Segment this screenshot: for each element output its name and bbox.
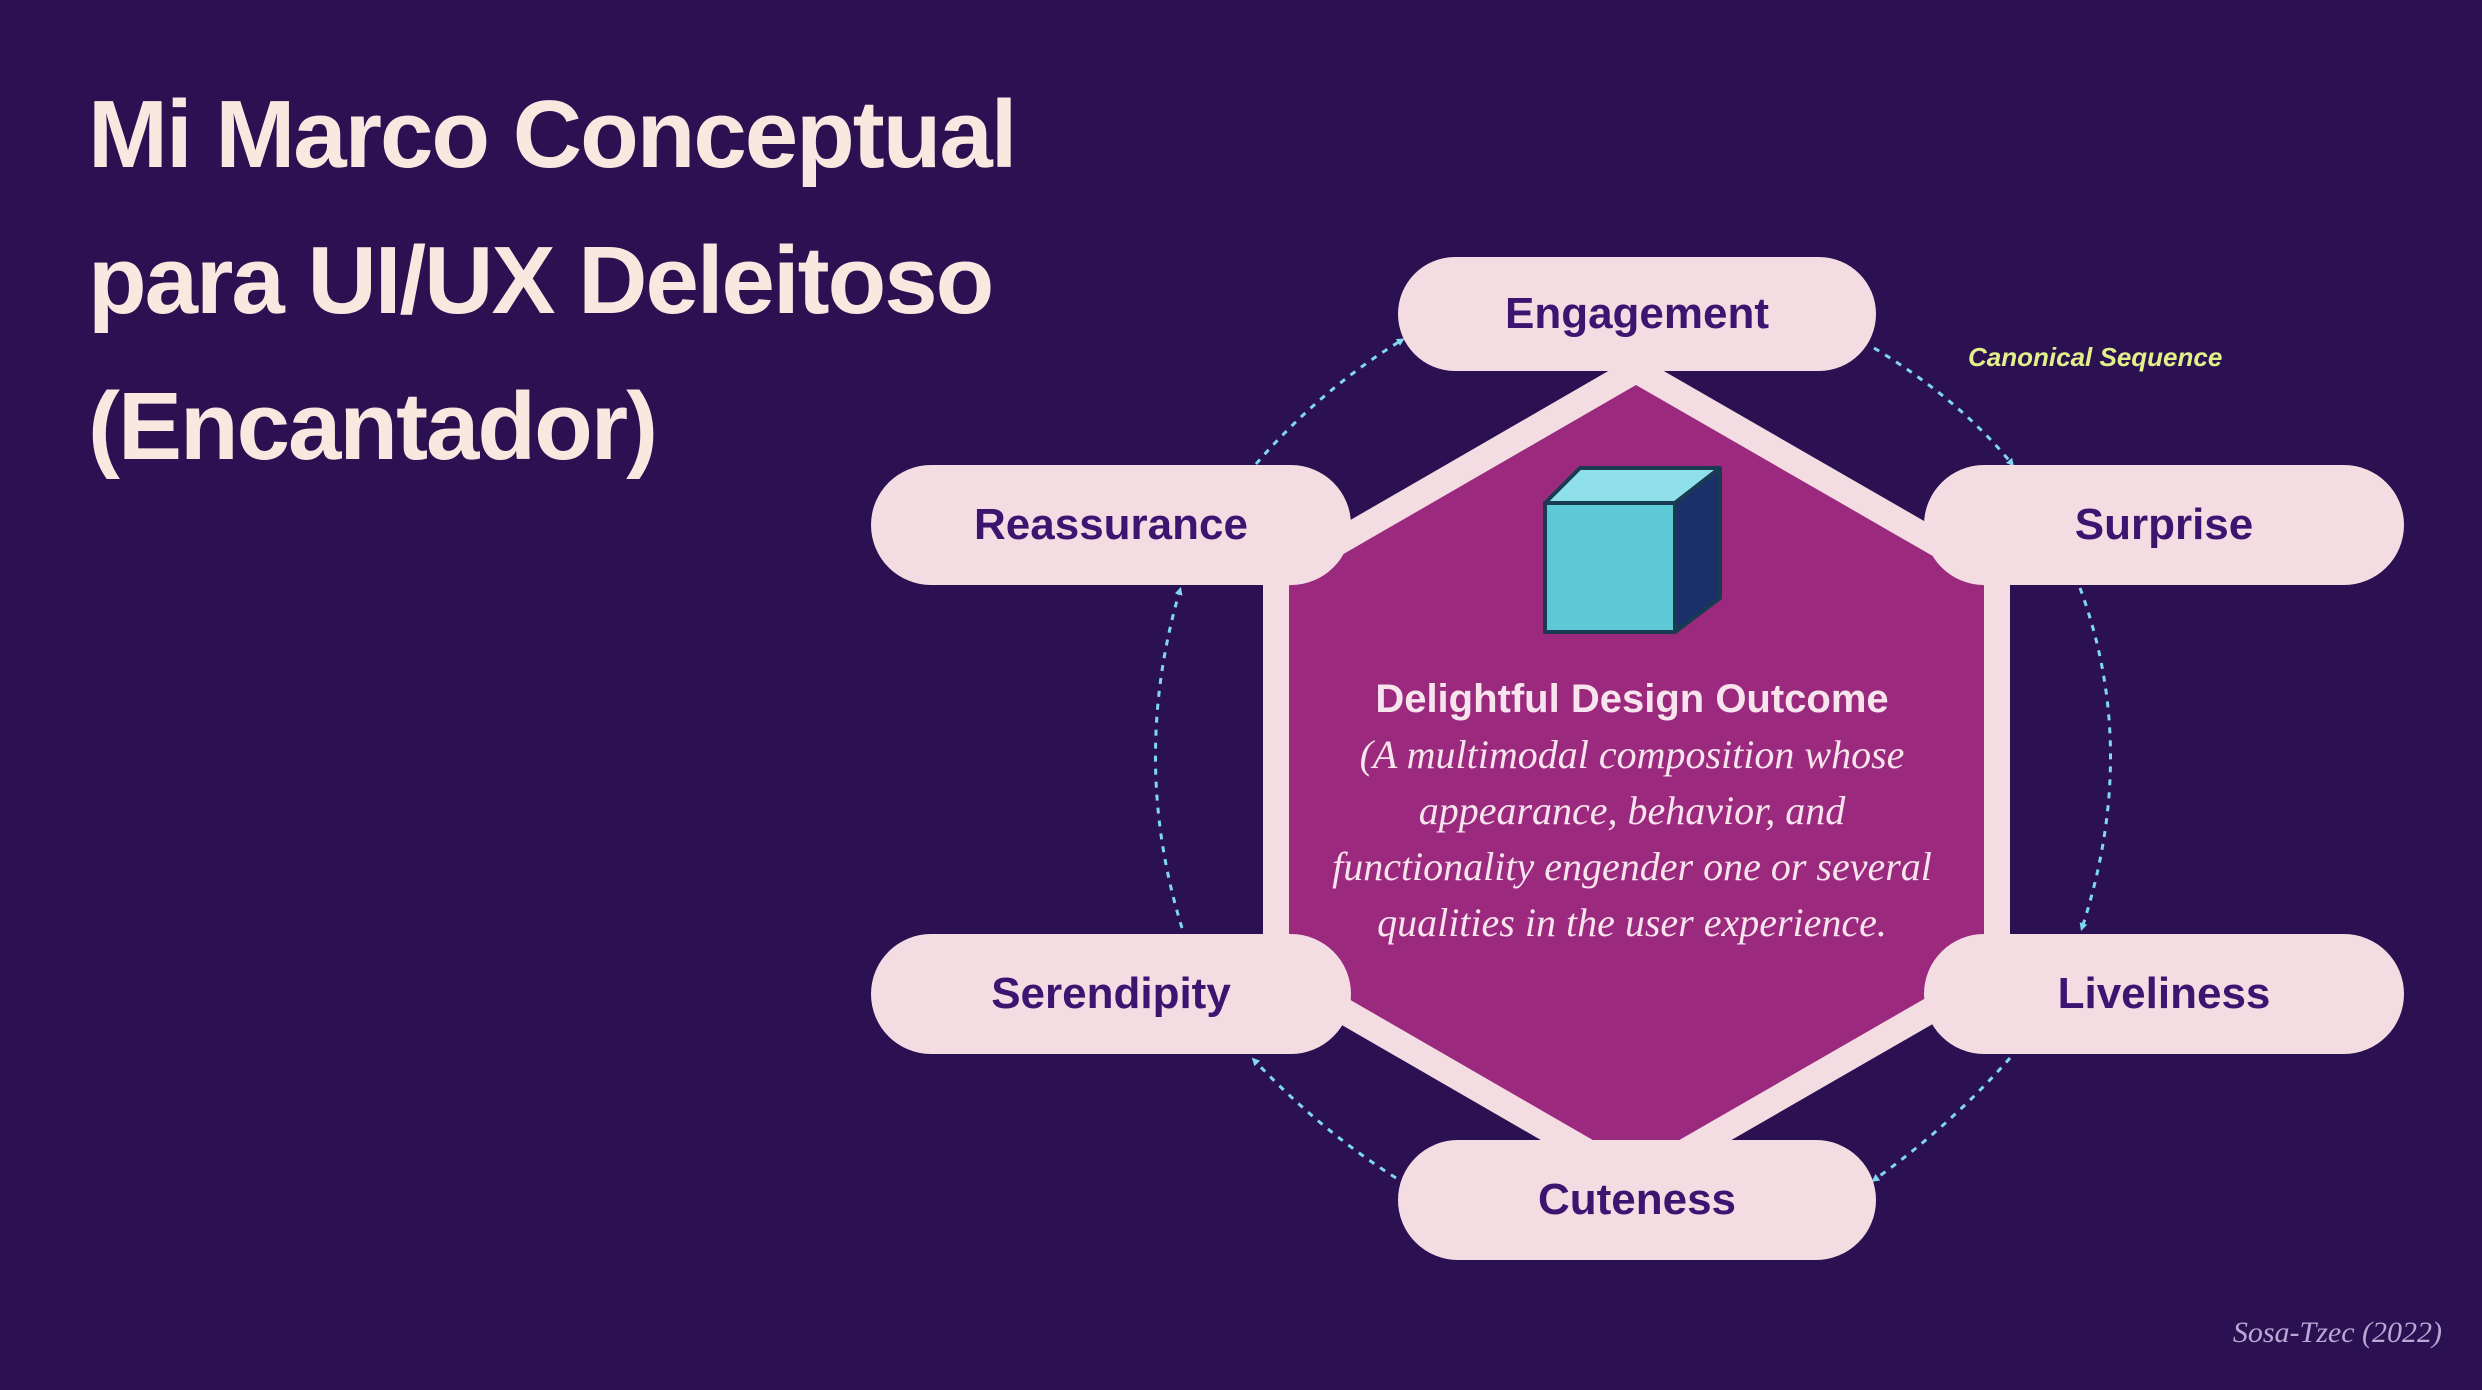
- title-line-1: Mi Marco Conceptual: [88, 81, 1017, 188]
- center-description-line-2: appearance, behavior, and: [1419, 788, 1847, 833]
- center-description-line-1: (A multimodal composition whose: [1360, 732, 1905, 777]
- arrow-surprise-to-liveliness: [2078, 587, 2112, 932]
- arrow-cuteness-to-serendipity: [1251, 1057, 1397, 1180]
- arrow-serendipity-to-reassurance: [1154, 586, 1184, 929]
- pill-liveliness-label: Liveliness: [2058, 969, 2271, 1018]
- pill-engagement: Engagement: [1398, 257, 1876, 371]
- pill-reassurance-label: Reassurance: [974, 500, 1248, 549]
- pill-cuteness: Cuteness: [1398, 1140, 1876, 1260]
- center-description-line-3: functionality engender one or several: [1332, 844, 1932, 889]
- pill-reassurance: Reassurance: [871, 465, 1351, 585]
- pill-cuteness-label: Cuteness: [1538, 1175, 1736, 1224]
- center-description-line-4: qualities in the user experience.: [1377, 900, 1887, 945]
- title-line-3: (Encantador): [88, 373, 658, 480]
- center-title: Delightful Design Outcome: [1375, 677, 1888, 721]
- canonical-sequence-label: Canonical Sequence: [1968, 342, 2222, 372]
- pill-surprise: Surprise: [1924, 465, 2404, 585]
- pill-surprise-label: Surprise: [2075, 500, 2254, 549]
- arrow-liveliness-to-cuteness: [1871, 1057, 2012, 1182]
- page-title: Mi Marco Conceptual para UI/UX Deleitoso…: [88, 62, 1088, 500]
- pill-serendipity: Serendipity: [871, 934, 1351, 1054]
- arrow-engagement-to-surprise: [1873, 346, 2015, 467]
- title-line-2: para UI/UX Deleitoso: [88, 227, 994, 334]
- arrow-reassurance-to-engagement: [1254, 338, 1405, 465]
- author-credit: Sosa-Tzec (2022): [2232, 1316, 2442, 1349]
- pill-engagement-label: Engagement: [1505, 289, 1769, 338]
- pill-liveliness: Liveliness: [1924, 934, 2404, 1054]
- cube-icon: [1543, 466, 1722, 634]
- pill-serendipity-label: Serendipity: [991, 969, 1231, 1018]
